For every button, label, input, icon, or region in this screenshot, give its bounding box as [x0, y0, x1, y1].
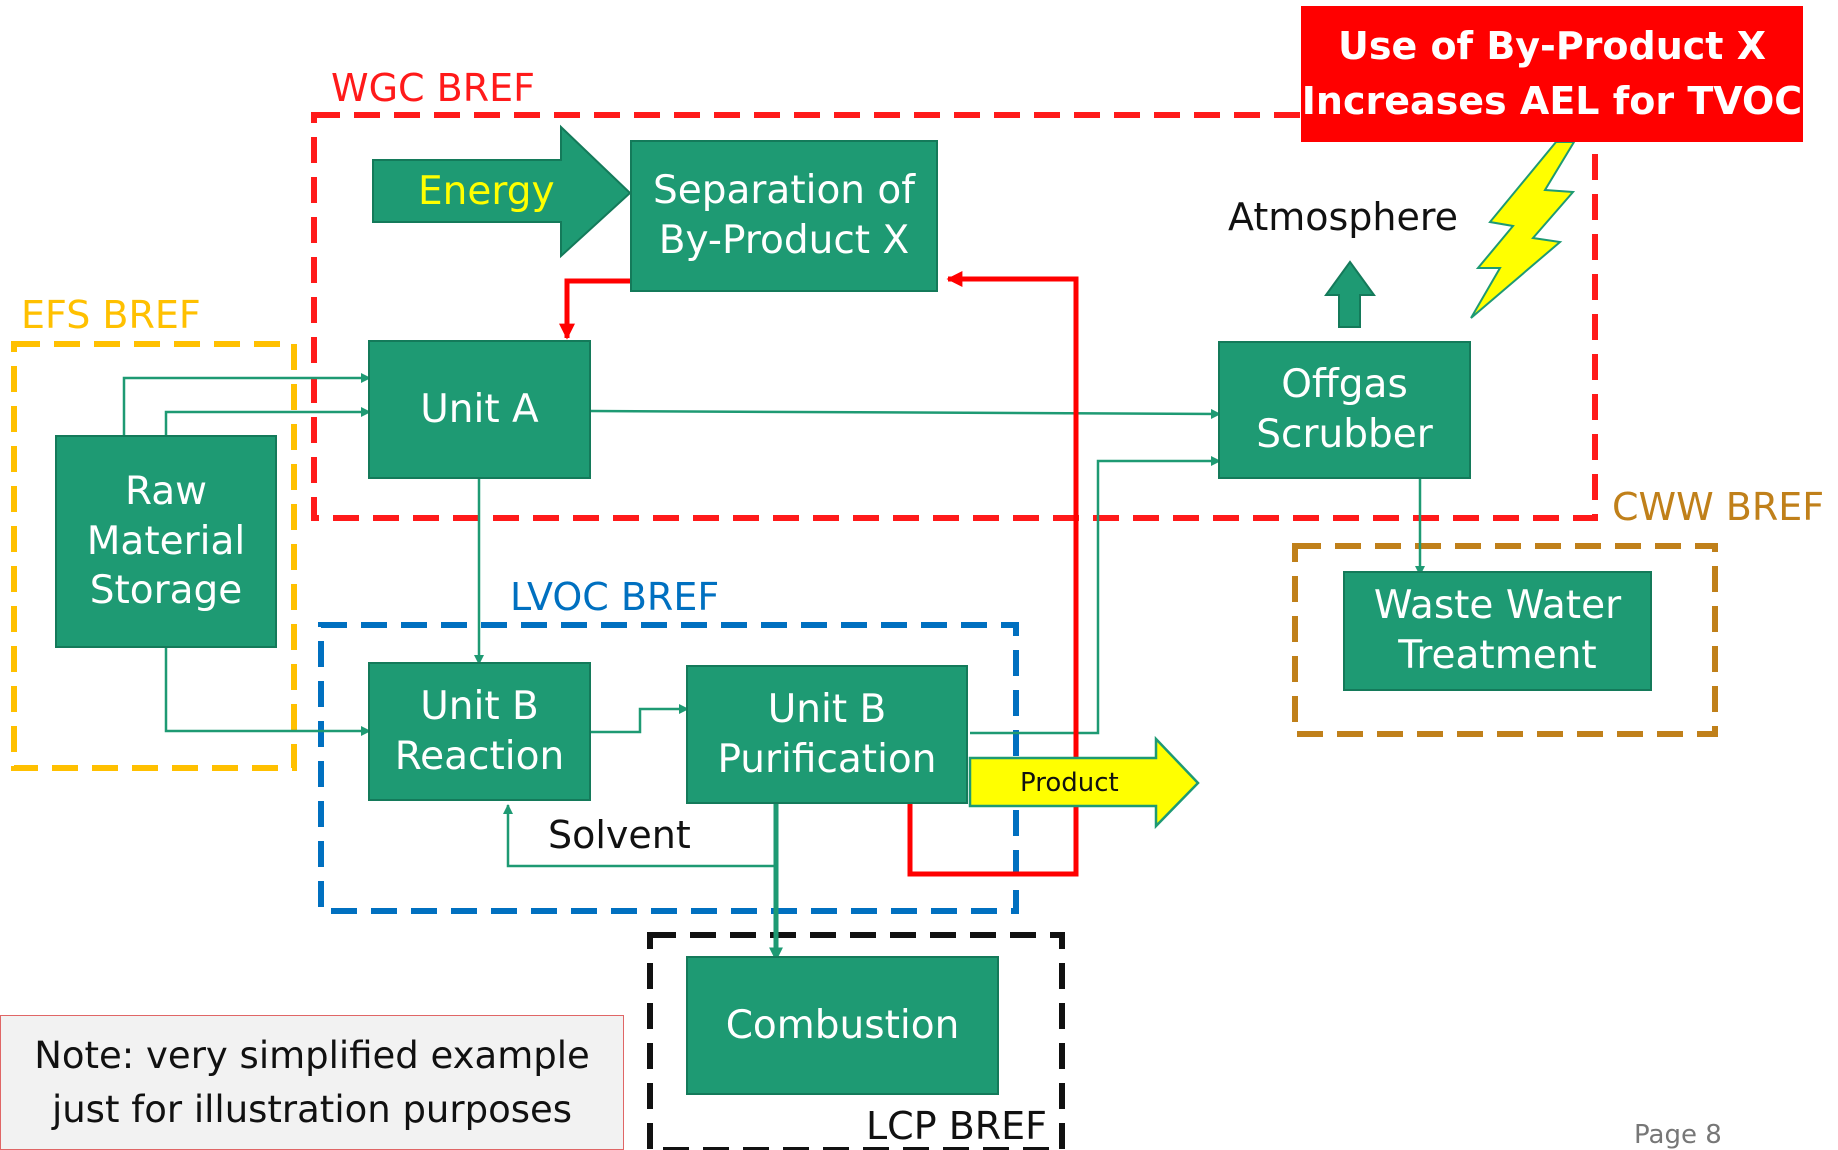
raw-material-box: Raw Material Storage	[55, 435, 277, 648]
raw-to-unit-b-line	[164, 645, 371, 736]
purification-to-offgas-line	[970, 456, 1221, 735]
efs-bref-label: EFS BREF	[21, 293, 201, 337]
byproduct-recycle-line	[907, 271, 1079, 877]
reaction-to-purification-line	[590, 704, 689, 734]
cww-bref-label: CWW BREF	[1612, 485, 1825, 529]
raw-to-unit-a-line-1	[122, 373, 371, 440]
unit-b-purification-box: Unit B Purification	[686, 665, 968, 804]
unit-a-to-offgas-line	[589, 408, 1221, 419]
cww-bref-region	[1292, 543, 1718, 737]
solvent-label: Solvent	[548, 813, 691, 857]
tvoc-alert-callout: Use of By-Product X Increases AEL for TV…	[1301, 6, 1803, 142]
lightning-icon	[1470, 141, 1576, 319]
offgas-scrubber-box: Offgas Scrubber	[1218, 341, 1471, 479]
raw-to-unit-a-line-2	[164, 407, 371, 440]
separation-box: Separation of By-Product X	[630, 140, 938, 292]
lcp-bref-region	[647, 932, 1065, 1150]
page-number: Page 8	[1634, 1120, 1722, 1150]
solvent-recycle-line	[503, 804, 776, 868]
product-label: Product	[1020, 768, 1119, 798]
waste-water-box: Waste Water Treatment	[1343, 571, 1652, 691]
simplified-example-note: Note: very simplified example just for i…	[0, 1015, 624, 1150]
lcp-bref-label: LCP BREF	[866, 1104, 1048, 1148]
efs-bref-region	[11, 341, 297, 771]
energy-label: Energy	[418, 169, 555, 214]
wgc-bref-label: WGC BREF	[331, 66, 535, 110]
wgc-bref-region	[311, 112, 1598, 521]
combustion-box: Combustion	[686, 956, 999, 1095]
unit-a-box: Unit A	[368, 340, 591, 479]
product-arrow	[968, 735, 1200, 830]
atmosphere-label: Atmosphere	[1228, 195, 1459, 239]
lvoc-bref-label: LVOC BREF	[510, 575, 720, 619]
separation-to-unit-a-line	[559, 278, 635, 340]
lvoc-bref-region	[318, 622, 1019, 914]
unit-b-reaction-box: Unit B Reaction	[368, 662, 591, 801]
energy-arrow	[372, 124, 632, 259]
atmosphere-arrow	[1324, 260, 1376, 328]
